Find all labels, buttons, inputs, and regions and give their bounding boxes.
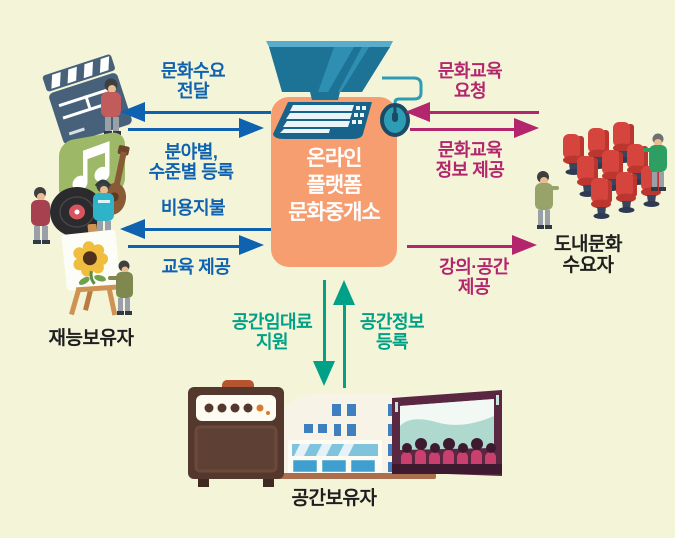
flow-label-education: 교육 제공 [162, 257, 231, 277]
edu-request-line2: 요청 [453, 81, 487, 101]
performance-venue-icon [188, 380, 502, 487]
talent-label-text: 재능보유자 [48, 328, 134, 349]
edu-info-line1: 문화교육 [437, 140, 503, 160]
flow-label-payment: 비용지불 [160, 198, 226, 218]
flow-label-field-register: 분야별, 수준별 등록 [149, 142, 234, 182]
platform-hub-label: 온라인 플랫폼 문화중개소 [271, 145, 397, 226]
lecture-space-line1: 강의·공간 [439, 257, 509, 277]
actor-label-talent: 재능보유자 [49, 328, 134, 349]
flow-label-lecture-space: 강의·공간 제공 [439, 257, 509, 297]
flow-label-edu-info: 문화교육 정보 제공 [436, 140, 505, 180]
edu-request-line1: 문화교육 [437, 61, 503, 81]
actor-label-consumer: 도내문화 수요자 [554, 234, 622, 276]
space-register-line2: 등록 [375, 332, 409, 352]
lecture-space-line2: 제공 [457, 277, 491, 297]
arrow-line-edu-info [410, 128, 516, 131]
education-line1: 교육 제공 [161, 257, 231, 277]
arrow-line-field-register [128, 128, 240, 131]
arrow-head-education [239, 235, 264, 255]
rent-support-line1: 공간임대료 [231, 312, 313, 332]
theater-seats-icon [535, 122, 667, 229]
culture-demand-line2: 전달 [176, 81, 210, 101]
payment-line1: 비용지불 [160, 198, 226, 218]
consumer-label-line2: 수요자 [562, 255, 614, 276]
arrow-head-space-register [333, 280, 355, 305]
arrow-line-payment [144, 228, 271, 231]
arrow-line-education [128, 245, 240, 248]
hub-label-line3: 문화중개소 [288, 201, 381, 224]
actor-label-space: 공간보유자 [292, 488, 377, 509]
arrow-head-payment [120, 219, 145, 239]
hub-label-line1: 온라인 [306, 147, 363, 170]
arrow-line-edu-request [429, 111, 539, 114]
arrow-head-field-register [239, 118, 264, 138]
arrow-line-space-register [343, 302, 346, 388]
flow-label-space-register: 공간정보 등록 [359, 312, 425, 352]
arrow-head-edu-info [514, 118, 539, 138]
arrow-line-culture-demand [144, 111, 271, 114]
arrow-head-edu-request [405, 102, 430, 122]
flow-label-edu-request: 문화교육 요청 [437, 61, 503, 101]
field-register-line1: 분야별, [164, 142, 218, 162]
arrow-head-culture-demand [120, 102, 145, 122]
hub-label-line2: 플랫폼 [306, 174, 363, 197]
space-register-line1: 공간정보 [359, 312, 425, 332]
space-label-text: 공간보유자 [291, 488, 377, 509]
culture-demand-line1: 문화수요 [160, 61, 226, 81]
consumer-label-line1: 도내문화 [554, 234, 622, 255]
field-register-line2: 수준별 등록 [148, 162, 234, 182]
arrow-head-rent-support [313, 361, 335, 386]
edu-info-line2: 정보 제공 [435, 160, 505, 180]
flow-label-rent-support: 공간임대료 지원 [231, 312, 313, 352]
rent-support-line2: 지원 [255, 332, 289, 352]
arrow-line-lecture-space [407, 245, 514, 248]
flow-label-culture-demand: 문화수요 전달 [160, 61, 226, 101]
desktop-computer-icon [266, 41, 423, 139]
clapperboard-icon [42, 54, 132, 144]
easel-painting-icon [61, 224, 133, 316]
arrow-head-lecture-space [512, 235, 537, 255]
arrow-line-rent-support [323, 280, 326, 364]
